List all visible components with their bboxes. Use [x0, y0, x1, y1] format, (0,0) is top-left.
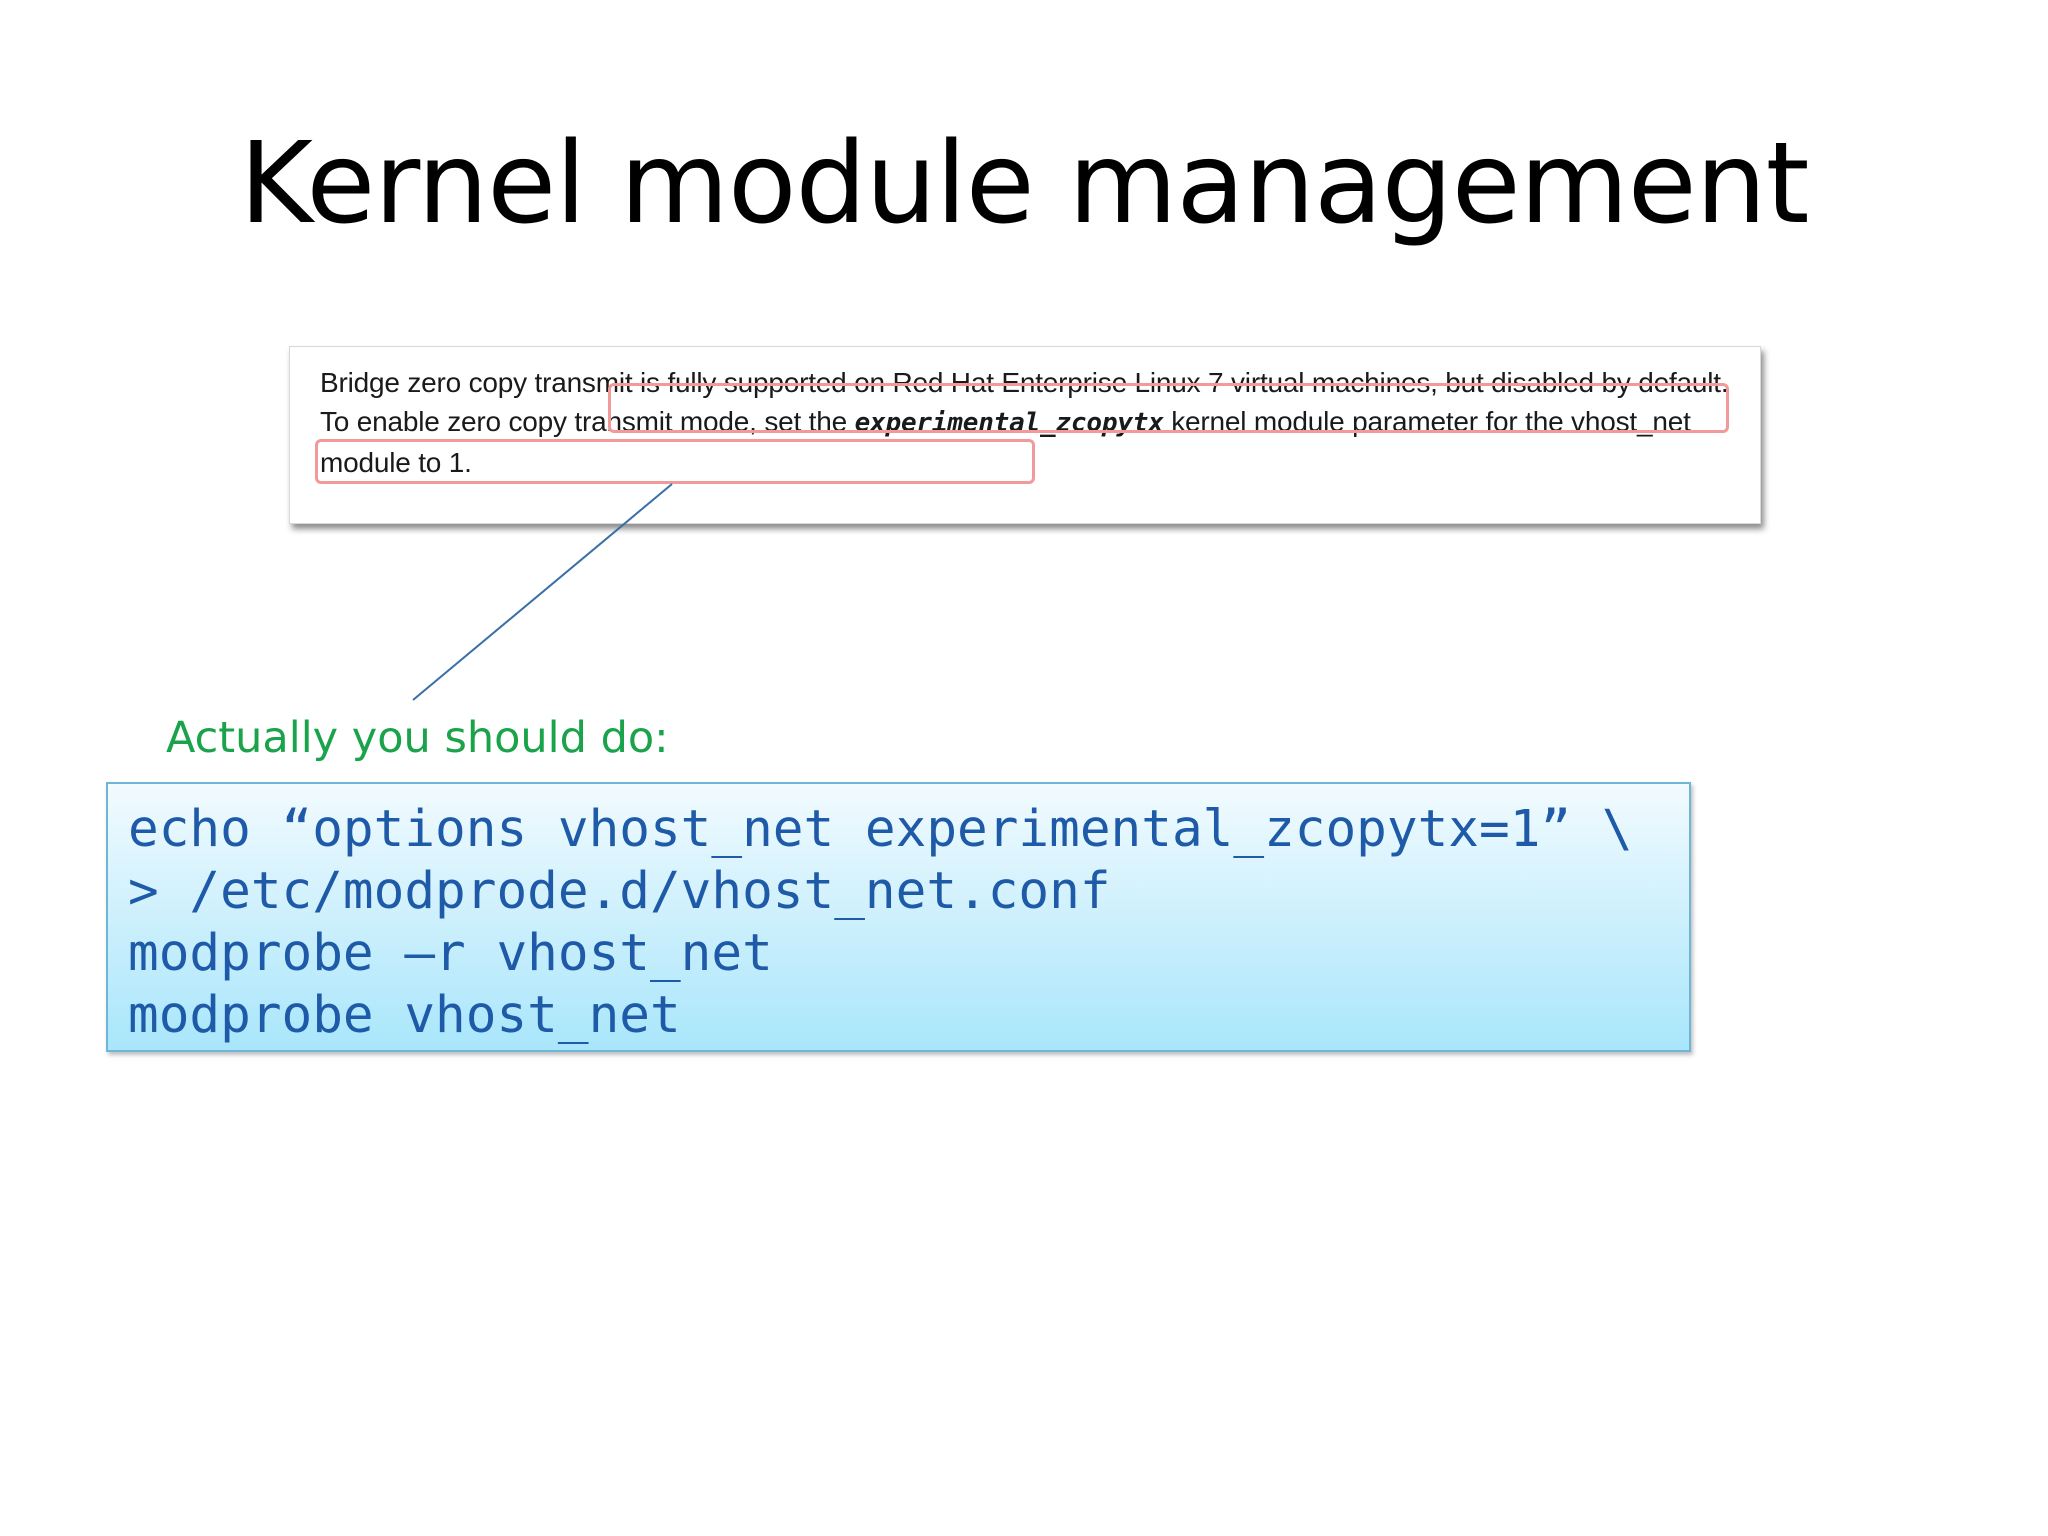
code-block: echo “options vhost_net experimental_zco… [106, 782, 1691, 1052]
callout-label: Actually you should do: [166, 713, 669, 763]
excerpt-text-part1: Bridge zero copy transmit is fully suppo… [320, 367, 1729, 437]
excerpt-parameter-name: experimental_zcopytx [854, 408, 1164, 438]
code-line-1: echo “options vhost_net experimental_zco… [128, 800, 1633, 859]
code-line-4: modprobe vhost_net [128, 986, 681, 1045]
excerpt-paragraph: Bridge zero copy transmit is fully suppo… [320, 363, 1740, 482]
code-line-3: modprobe –r vhost_net [128, 924, 773, 983]
code-line-2: > /etc/modprode.d/vhost_net.conf [128, 862, 1111, 921]
slide-title: Kernel module management [239, 119, 1809, 249]
documentation-excerpt: Bridge zero copy transmit is fully suppo… [289, 346, 1761, 524]
